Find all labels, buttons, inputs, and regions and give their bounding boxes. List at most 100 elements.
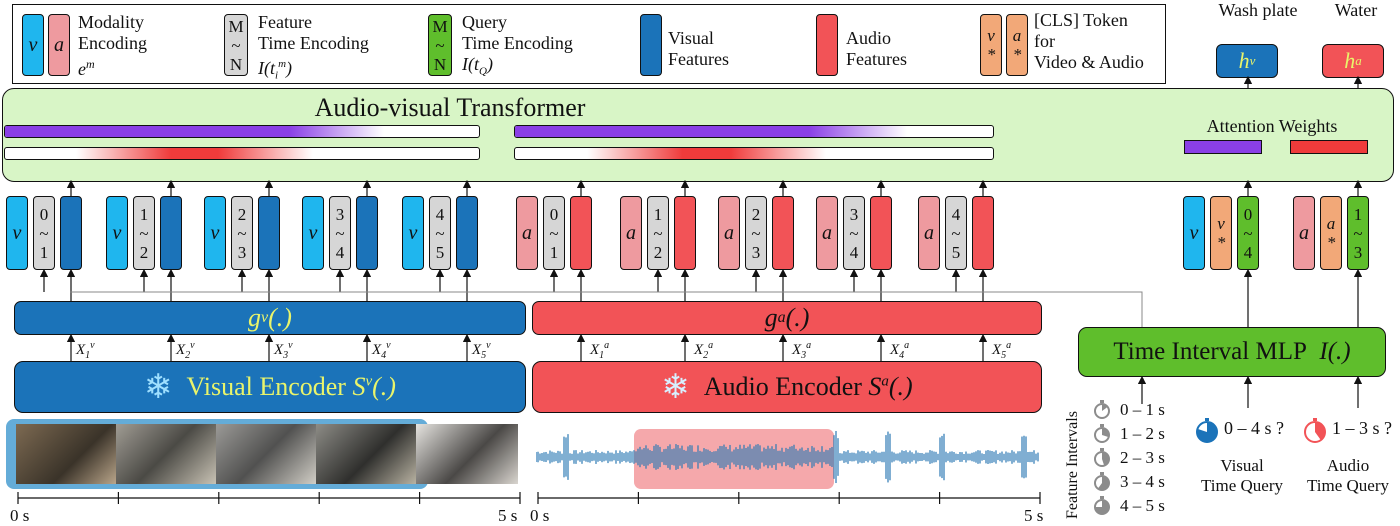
attention-weights-label: Attention Weights [1206, 116, 1338, 136]
legend-modality-label: Modality Encoding em [78, 12, 147, 79]
stopwatch-icon [1094, 496, 1110, 515]
legend-cls-a-chip: a* [1006, 14, 1028, 76]
query-time-symbol: I(tQ) [462, 54, 493, 78]
audio-token-feature-chip [674, 196, 696, 270]
video-frames [16, 424, 518, 484]
feature-interval-label: 2 – 3 s [1120, 448, 1165, 467]
feature-interval-label: 1 – 2 s [1120, 424, 1165, 443]
feature-intervals-title: Feature Intervals [1064, 411, 1081, 519]
query-audio-modality-chip: a [1293, 196, 1315, 270]
stopwatch-icon [1094, 400, 1110, 419]
audio-token-modality-chip: a [918, 196, 940, 270]
feature-interval-item: 1 – 2 s [1092, 424, 1165, 444]
query-audio-time-chip: 1~3 [1347, 196, 1369, 270]
legend-query-time-label: Query Time Encoding I(tQ) [462, 12, 573, 83]
attention-bar-audio-red [514, 147, 994, 160]
time-interval-mlp: Time Interval MLP I(.) [1078, 327, 1386, 377]
attention-bar-visual-red [4, 147, 480, 160]
visual-token-feature-chip [160, 196, 182, 270]
audio-token-modality-chip: a [620, 196, 642, 270]
legend-cls-v-chip: v* [980, 14, 1002, 76]
audio-encoder-label: Audio Encoder Sa(.) [703, 372, 913, 401]
visual-timeline-start: 0 s [10, 506, 30, 525]
video-frame [316, 424, 416, 484]
time-interval-mlp-label: Time Interval MLP I(.) [1113, 338, 1351, 365]
legend-feature-time-label: Feature Time Encoding I(tim) [258, 12, 369, 87]
output-audio-label: Water [1334, 0, 1378, 20]
query-visual-cls-chip: v* [1210, 196, 1232, 270]
audio-query-stopwatch-icon [1302, 418, 1328, 444]
query-audio-cls-chip: a* [1320, 196, 1342, 270]
visual-token-modality-chip: v [302, 196, 324, 270]
legend-cls-label: [CLS] Token for Video & Audio [1034, 10, 1144, 72]
visual-input-label: X4v [372, 340, 391, 361]
audio-token-modality-chip: a [516, 196, 538, 270]
legend-query-time-chip: M~N [428, 14, 452, 76]
audio-waveform [536, 430, 1039, 484]
visual-token-feature-chip [356, 196, 378, 270]
audio-timeline-end: 5 s [1024, 506, 1044, 525]
legend-audio-features-chip [816, 14, 838, 76]
audio-token-time-chip: 4~5 [945, 196, 967, 270]
feature-interval-label: 0 – 1 s [1120, 400, 1165, 419]
feature-interval-item: 2 – 3 s [1092, 448, 1165, 468]
legend-visual-features-label: Visual Features [668, 28, 729, 69]
visual-token-modality-chip: v [204, 196, 226, 270]
stopwatch-icon [1094, 472, 1110, 491]
visual-query-interval: 0 – 4 s ? [1224, 418, 1284, 438]
visual-input-label: X5v [472, 340, 491, 361]
visual-token-feature-chip [258, 196, 280, 270]
video-frame [216, 424, 316, 484]
visual-encoder-label: Visual Encoder Sv(.) [186, 372, 396, 401]
audio-input-label: X4a [890, 340, 910, 361]
audio-token-modality-chip: a [816, 196, 838, 270]
audio-input-label: X5a [992, 340, 1012, 361]
video-frame [16, 424, 116, 484]
visual-encoder: ❄ Visual Encoder Sv(.) [14, 361, 526, 413]
visual-token-modality-chip: v [106, 196, 128, 270]
visual-token-time-chip: 3~4 [329, 196, 351, 270]
query-visual-time-chip: 0~4 [1237, 196, 1259, 270]
feature-interval-item: 3 – 4 s [1092, 472, 1165, 492]
feature-interval-label: 4 – 5 s [1120, 496, 1165, 515]
visual-token-feature-chip [456, 196, 478, 270]
audio-token-time-chip: 0~1 [543, 196, 565, 270]
visual-input-label: X3v [274, 340, 293, 361]
visual-token-time-chip: 0~1 [33, 196, 55, 270]
video-frame [416, 424, 518, 484]
timelines [17, 492, 1041, 504]
visual-token-time-chip: 1~2 [133, 196, 155, 270]
attention-bar-visual-purple [4, 125, 480, 138]
feature-interval-item: 0 – 1 s [1092, 400, 1165, 420]
visual-input-label: X1v [76, 340, 95, 361]
attention-bar-audio-purple [514, 125, 994, 138]
audio-token-feature-chip [870, 196, 892, 270]
visual-token-time-chip: 2~3 [231, 196, 253, 270]
stopwatch-icon [1094, 448, 1110, 467]
attention-weight-audio-swatch [1290, 140, 1368, 154]
audio-token-time-chip: 2~3 [745, 196, 767, 270]
legend-feature-time-chip: M~N [224, 14, 248, 76]
audio-token-feature-chip [972, 196, 994, 270]
audio-timeline-start: 0 s [530, 506, 550, 525]
legend [12, 4, 1166, 84]
audio-token-feature-chip [570, 196, 592, 270]
visual-token-time-chip: 4~5 [429, 196, 451, 270]
stopwatch-icon [1094, 424, 1110, 443]
attention-weight-visual-swatch [1184, 140, 1262, 154]
visual-timeline-end: 5 s [498, 506, 518, 525]
legend-audio-features-label: Audio Features [846, 28, 907, 69]
legend-visual-features-chip [640, 14, 662, 76]
audio-input-label: X3a [792, 340, 812, 361]
audio-token-feature-chip [772, 196, 794, 270]
snowflake-icon: ❄ [661, 369, 690, 406]
modality-encoding-symbol: em [78, 57, 95, 79]
visual-token-modality-chip: v [402, 196, 424, 270]
snowflake-icon: ❄ [144, 369, 173, 406]
feature-interval-label: 3 – 4 s [1120, 472, 1165, 491]
